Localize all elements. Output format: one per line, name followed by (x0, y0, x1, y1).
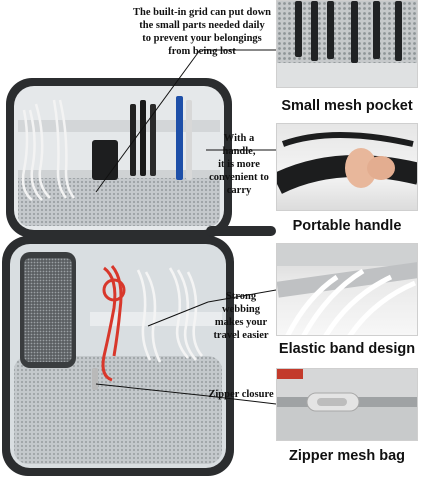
zipper-mesh-caption: Zipper mesh bag (288, 448, 406, 464)
zipper-mesh-photo (276, 368, 418, 441)
grid-callout-line: the small parts needed daily (139, 20, 265, 31)
handle-callout-line: it is more (218, 159, 260, 170)
zipper-callout-line: Zipper closure (208, 389, 274, 400)
handle-callout-line: convenient to (209, 172, 269, 183)
portable-handle-caption: Portable handle (292, 218, 402, 234)
grid-callout-line: The built-in grid can put down (133, 7, 271, 18)
webbing-callout-line: makes your (214, 317, 268, 328)
handle-callout-line: With a handle, (222, 133, 256, 157)
case-top-half (6, 78, 276, 238)
grid-callout-line: to prevent your belongings (142, 33, 262, 44)
webbing-callout-line: Strong webbing (222, 291, 260, 315)
handle-callout: With a handle, it is more convenient to … (206, 132, 272, 197)
portable-handle-photo (276, 123, 418, 211)
mesh-pocket-caption: Small mesh pocket (281, 98, 413, 114)
elastic-band-photo (276, 243, 418, 336)
handle-callout-line: carry (226, 185, 252, 196)
elastic-band-caption: Elastic band design (278, 341, 416, 357)
mesh-pocket-photo (276, 0, 418, 88)
webbing-callout: Strong webbing makes your travel easier (206, 290, 276, 342)
zipper-callout: Zipper closure (206, 388, 276, 401)
case-bottom-half (2, 236, 234, 476)
webbing-callout-line: travel easier (213, 330, 269, 341)
grid-callout: The built-in grid can put down the small… (126, 6, 278, 58)
grid-callout-line: from being lost (168, 46, 236, 57)
